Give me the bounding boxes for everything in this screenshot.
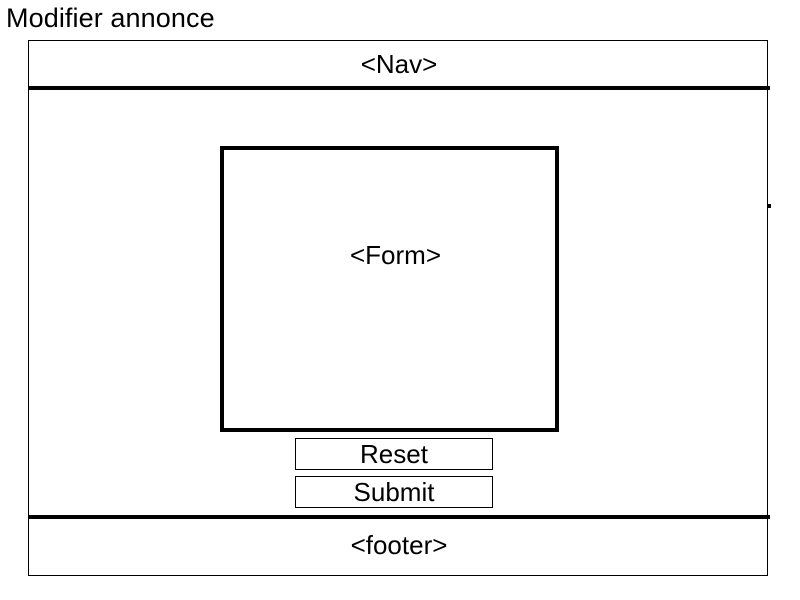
footer-bar: <footer> [28,515,770,576]
edge-mark [768,204,771,208]
nav-bar: <Nav> [28,40,770,90]
nav-label: <Nav> [360,48,438,79]
reset-button[interactable]: Reset [295,438,493,470]
page-title: Modifier annonce [6,3,215,33]
footer-label: <footer> [350,530,448,560]
submit-button[interactable]: Submit [295,476,493,508]
wireframe-outline [28,40,768,576]
form-label: <Form> [349,240,442,270]
form-placeholder[interactable]: <Form> [220,146,559,432]
